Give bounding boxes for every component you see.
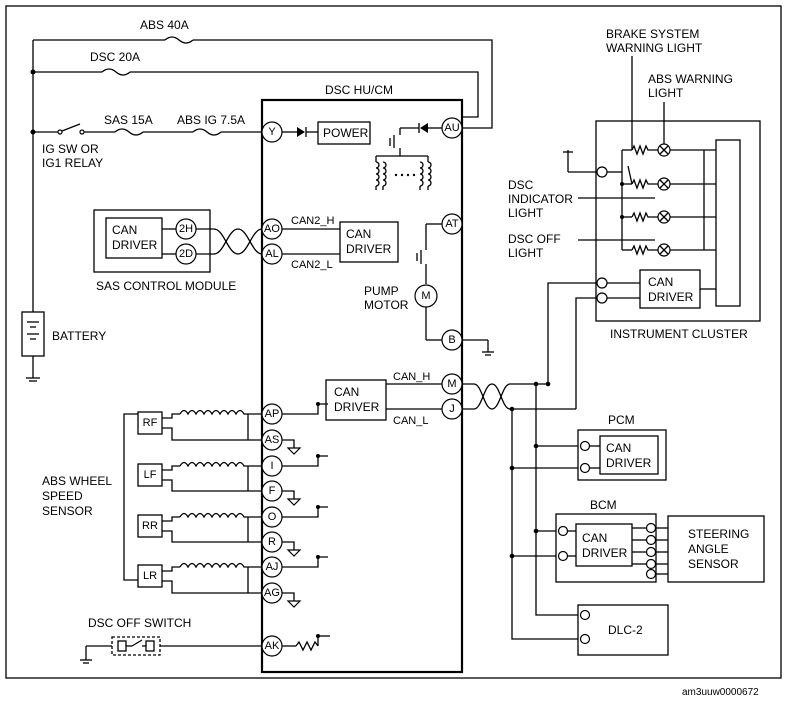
dsc-off-switch [80, 636, 262, 664]
hu-pin-al: AL [265, 248, 278, 260]
hu-pin-m: M [447, 378, 456, 390]
hu-valve-circuit [375, 123, 442, 190]
wheel-sensor-lf [137, 461, 262, 492]
wheel-sensor-rr-label: RR [142, 520, 158, 532]
sas-can-driver-2: DRIVER [112, 238, 158, 252]
sas-can-driver-1: CAN [112, 223, 137, 237]
cluster-dsc-off-2: LIGHT [508, 246, 544, 260]
cluster-abs-light-1: ABS WARNING [648, 72, 733, 86]
wheel-sensor-label-3: SENSOR [42, 504, 93, 518]
bcm-module [555, 513, 765, 583]
hu-can2-driver-1: CAN [346, 227, 371, 241]
hu-motor-symbol: M [421, 290, 430, 302]
hu-pump-label-1: PUMP [364, 284, 399, 298]
hu-title: DSC HU/CM [325, 83, 393, 97]
hu-can-driver [325, 379, 442, 421]
hu-pin-f: F [269, 485, 276, 497]
pcm-can-driver-1: CAN [606, 441, 631, 455]
bcm-title: BCM [590, 498, 617, 512]
hu-pin-b: B [448, 334, 455, 346]
hu-pins [261, 117, 463, 657]
hu-power-label: POWER [323, 126, 369, 140]
hu-canl-label: CAN_L [393, 415, 428, 427]
cluster-dsc-ind-3: LIGHT [508, 206, 544, 220]
fuse-dsc20-label: DSC 20A [90, 50, 140, 64]
hu-can2h-label: CAN2_H [291, 215, 334, 227]
cluster-dsc-ind-2: INDICATOR [508, 192, 573, 206]
steering-sensor-2: ANGLE [688, 542, 729, 556]
hu-pin-ak: AK [265, 640, 280, 652]
hu-pin-r: R [268, 536, 276, 548]
hu-pin-j: J [449, 403, 455, 415]
dlc-label: DLC-2 [608, 623, 643, 637]
hu-pin-o: O [268, 511, 277, 523]
sas-module-title: SAS CONTROL MODULE [96, 279, 236, 293]
cluster-title: INSTRUMENT CLUSTER [610, 327, 748, 341]
wheel-sensor-bracket [123, 413, 138, 581]
sas-pin-2d: 2D [179, 248, 193, 260]
ig-switch-label-1: IG SW OR [42, 142, 99, 156]
wheel-sensor-lr [137, 562, 262, 594]
hu-pin-aj: AJ [266, 561, 279, 573]
wheel-sensor-label-1: ABS WHEEL [42, 474, 112, 488]
pcm-can-driver-2: DRIVER [606, 456, 652, 470]
bcm-can-driver-1: CAN [582, 531, 607, 545]
bcm-can-driver-2: DRIVER [582, 546, 628, 560]
ig-switch-label-2: IG1 RELAY [42, 156, 103, 170]
wheel-sensor-lf-label: LF [144, 469, 157, 481]
reference-code: am3uuw0000672 [682, 687, 759, 698]
dsc-off-switch-label: DSC OFF SWITCH [88, 616, 191, 630]
steering-sensor-1: STEERING [688, 527, 749, 541]
hu-pin-au: AU [444, 122, 459, 134]
hu-power-block [282, 121, 371, 145]
diagram-frame [5, 5, 782, 679]
hu-pin-y: Y [268, 126, 276, 138]
hu-pin-ap: AP [265, 408, 280, 420]
fuse-absig-label: ABS IG 7.5A [177, 113, 245, 127]
fuse-sas15-label: SAS 15A [104, 113, 153, 127]
sas-pin-2h: 2H [179, 223, 193, 235]
hu-can-driver-2: DRIVER [334, 400, 380, 414]
wheel-sensor-rf [137, 409, 262, 441]
wheel-sensor-rf-label: RF [143, 417, 158, 429]
hu-wheel-sensor-circuits [282, 402, 328, 608]
pcm-title: PCM [608, 413, 635, 427]
hu-canh-label: CAN_H [393, 371, 430, 383]
power-wiring [30, 36, 493, 312]
cluster-can-driver-2: DRIVER [648, 290, 694, 304]
hu-pump-label-2: MOTOR [364, 298, 409, 312]
battery-label: BATTERY [52, 329, 106, 343]
cluster-dsc-ind-1: DSC [508, 178, 534, 192]
wheel-sensor-lr-label: LR [143, 570, 157, 582]
wheel-sensor-label-2: SPEED [42, 489, 83, 503]
hu-can2-driver-2: DRIVER [346, 242, 392, 256]
hu-can-driver-1: CAN [334, 385, 359, 399]
hu-pin-as: AS [265, 434, 280, 446]
cluster-dsc-off-1: DSC OFF [508, 232, 561, 246]
hu-can2l-label: CAN2_L [291, 259, 333, 271]
pcm-module [577, 429, 667, 481]
dlc-connector [577, 604, 669, 656]
hu-pin-at: AT [445, 218, 459, 230]
hu-pin-ag: AG [264, 587, 280, 599]
hu-pin-ao: AO [264, 223, 280, 235]
hu-can2-driver [282, 221, 399, 263]
hu-pump-motor-circuit [414, 223, 442, 341]
ground-b [462, 339, 494, 356]
cluster-brake-light-1: BRAKE SYSTEM [606, 27, 699, 41]
instrument-cluster [563, 56, 761, 322]
can-bus-twisted [462, 282, 598, 640]
steering-sensor-3: SENSOR [688, 557, 739, 571]
battery-symbol [21, 311, 45, 382]
cluster-abs-light-2: LIGHT [648, 86, 684, 100]
fuse-abs40-label: ABS 40A [140, 18, 189, 32]
sas-control-module [93, 209, 211, 273]
wheel-sensor-rr [137, 512, 262, 543]
hu-pin-i: I [270, 460, 273, 472]
cluster-can-driver-1: CAN [648, 275, 673, 289]
hu-dsc-off-circuit [282, 634, 330, 652]
cluster-brake-light-2: WARNING LIGHT [606, 41, 703, 55]
